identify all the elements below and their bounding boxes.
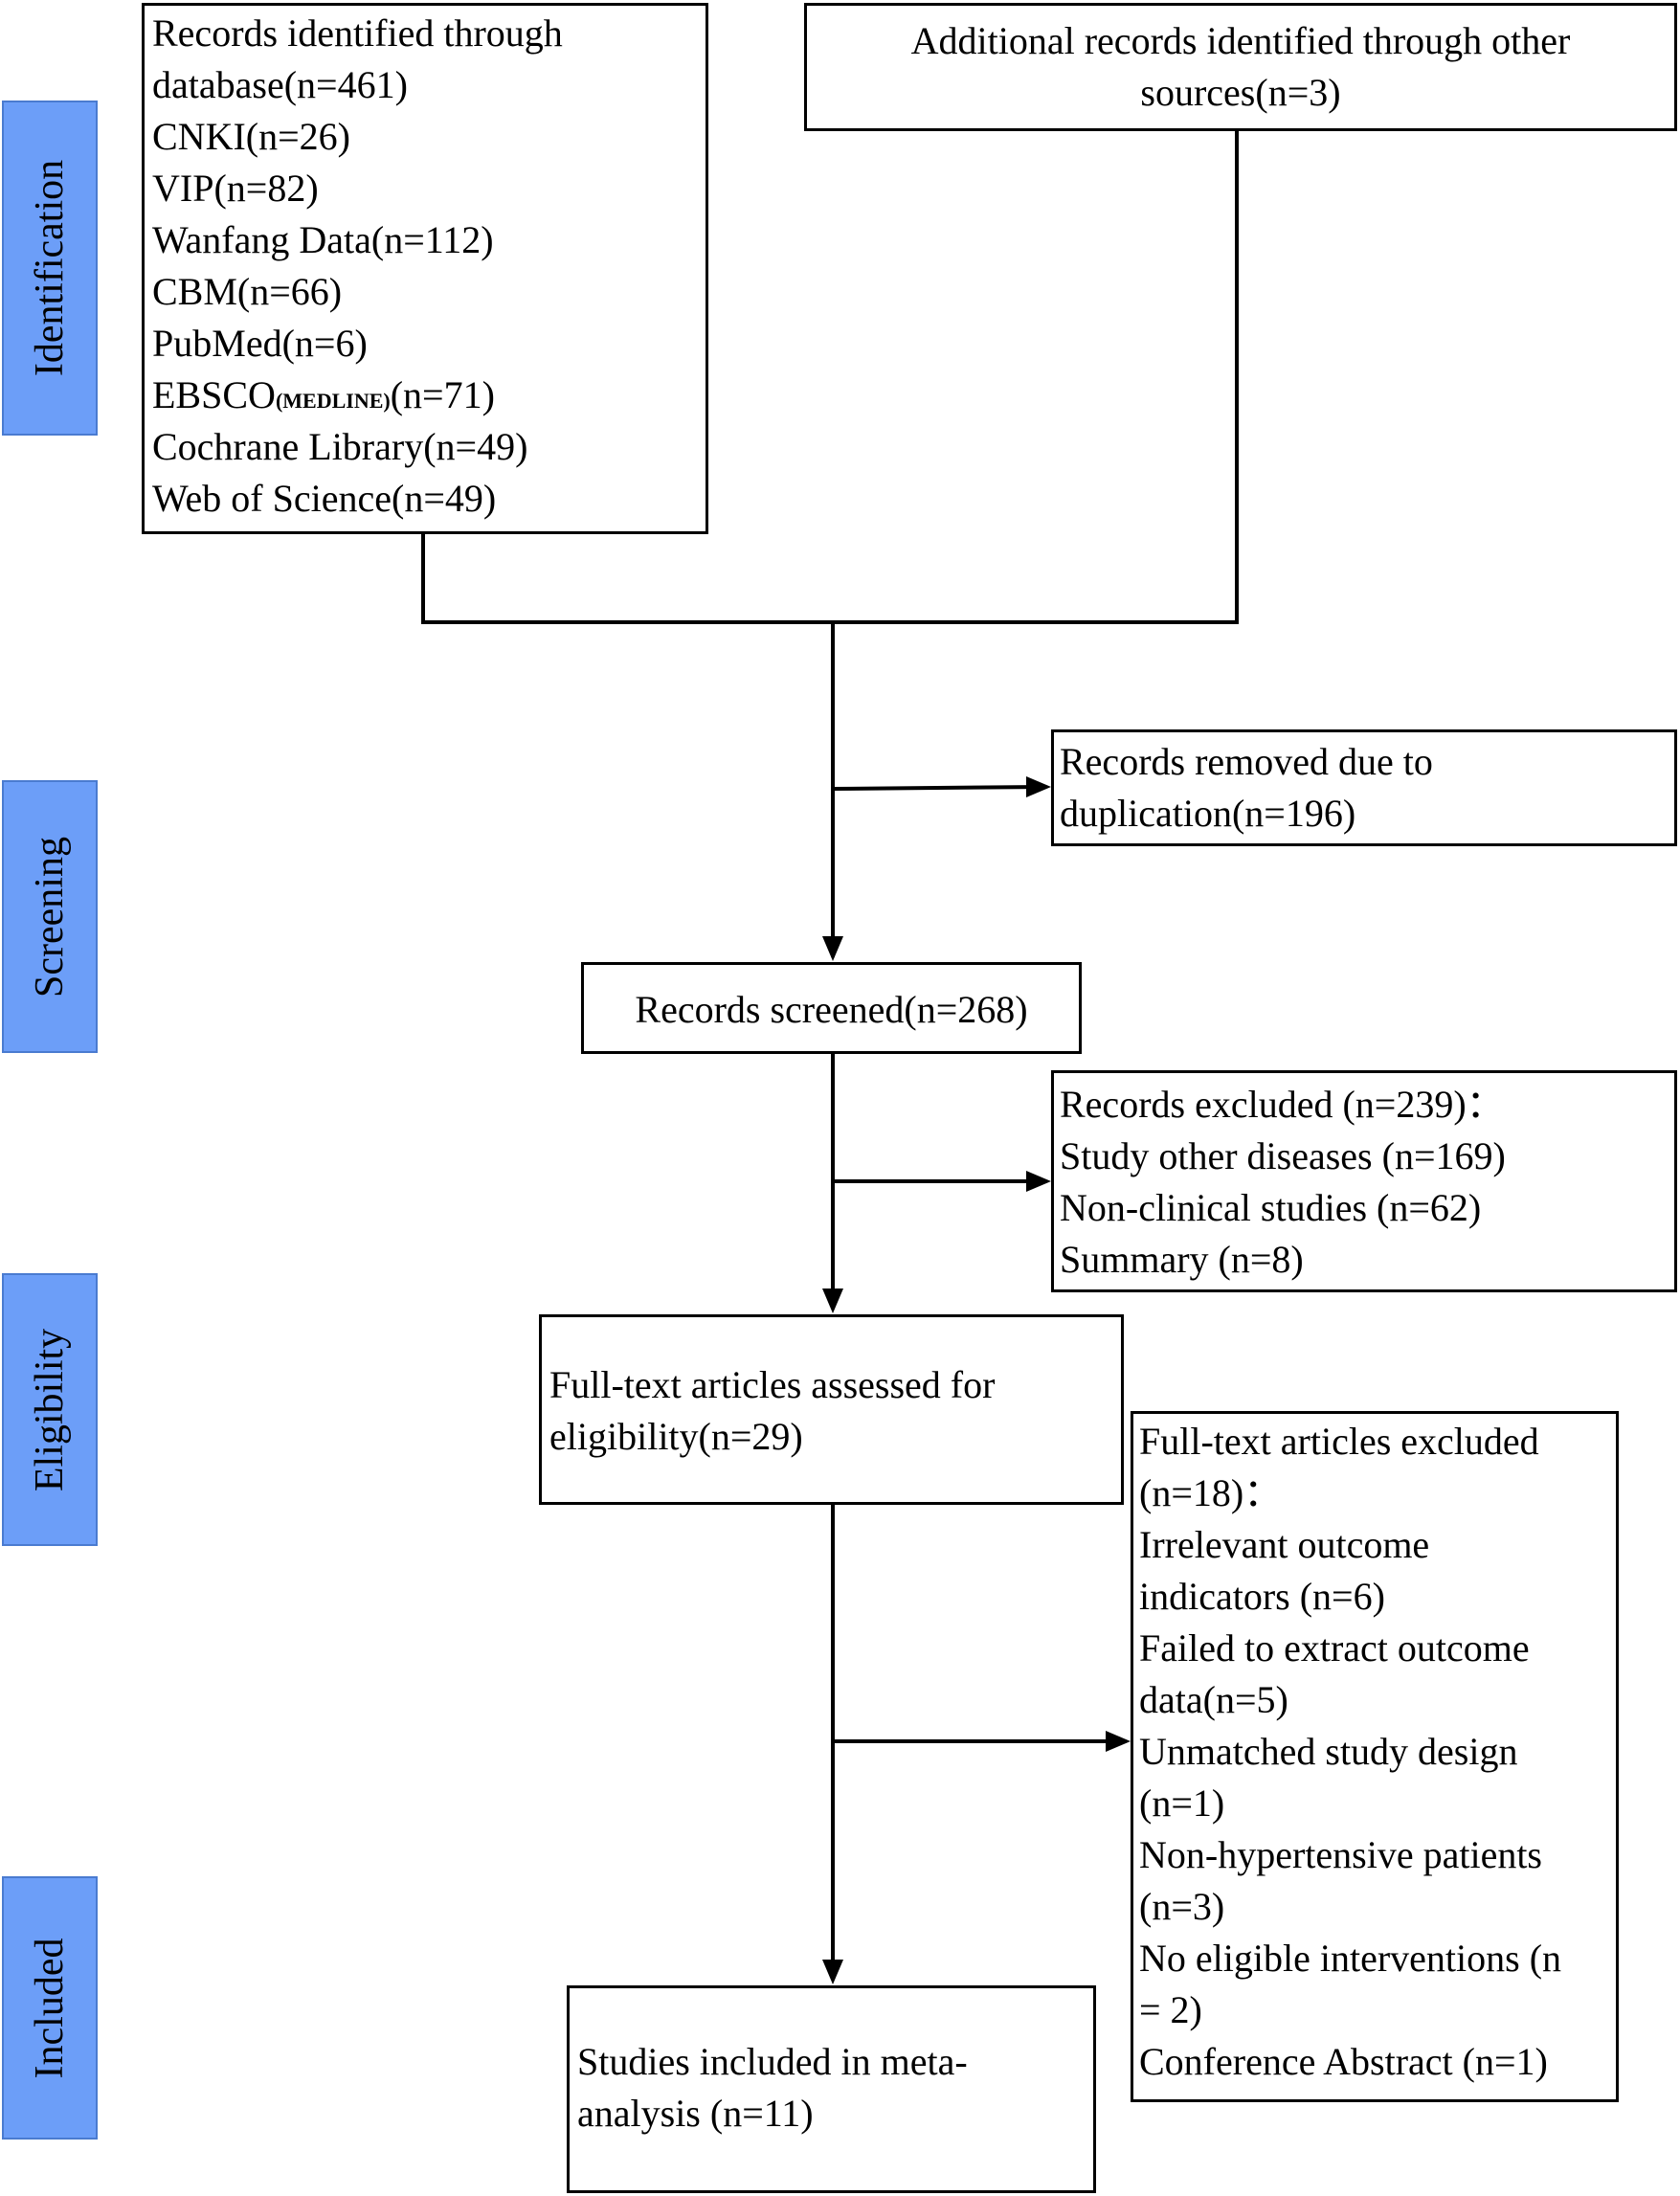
phase-screening: Screening bbox=[2, 780, 98, 1053]
other-sources-box: Additional records identified through ot… bbox=[804, 3, 1677, 131]
arrow-head-fulltext bbox=[822, 1288, 843, 1313]
database-wanfang: Wanfang Data(n=112) bbox=[152, 218, 494, 261]
fulltext-excluded-line3: Irrelevant outcome bbox=[1139, 1523, 1430, 1566]
excluded-line1: Records excluded (n=239)： bbox=[1060, 1083, 1505, 1126]
records-screened-box: Records screened(n=268) bbox=[581, 962, 1082, 1054]
duplicates-line1: Records removed due to bbox=[1060, 740, 1433, 783]
fulltext-excluded-line11: No eligible interventions (n bbox=[1139, 1937, 1562, 1980]
database-ebsco: EBSCO(MEDLINE)(n=71) bbox=[152, 370, 495, 427]
fulltext-excluded-line2: (n=18)： bbox=[1139, 1471, 1283, 1514]
ebsco-count: (n=71) bbox=[390, 373, 495, 416]
fulltext-line1: Full-text articles assessed for bbox=[549, 1363, 996, 1406]
connector-database-down bbox=[421, 131, 1239, 624]
database-wos: Web of Science(n=49) bbox=[152, 477, 497, 520]
duplicates-line2: duplication(n=196) bbox=[1060, 792, 1356, 835]
records-excluded-box: Records excluded (n=239)： Study other di… bbox=[1051, 1070, 1677, 1292]
fulltext-assessed-box: Full-text articles assessed for eligibil… bbox=[539, 1314, 1124, 1505]
other-sources-line1: Additional records identified through ot… bbox=[910, 19, 1571, 62]
fulltext-excluded-line9: Non-hypertensive patients bbox=[1139, 1833, 1542, 1876]
arrow-head-fulltext-excluded bbox=[1106, 1731, 1131, 1752]
connector-to-duplicates bbox=[832, 785, 1046, 791]
database-title-line2: database(n=461) bbox=[152, 63, 408, 106]
ebsco-subtitle: (MEDLINE) bbox=[275, 389, 391, 413]
excluded-line2: Study other diseases (n=169) bbox=[1060, 1134, 1506, 1177]
excluded-line3: Non-clinical studies (n=62) bbox=[1060, 1186, 1482, 1229]
fulltext-excluded-line10: (n=3) bbox=[1139, 1885, 1225, 1928]
database-cnki: CNKI(n=26) bbox=[152, 115, 350, 158]
studies-included-box: Studies included in meta- analysis (n=11… bbox=[567, 1985, 1096, 2193]
fulltext-line2: eligibility(n=29) bbox=[549, 1415, 803, 1458]
database-title-line1: Records identified through bbox=[152, 11, 563, 55]
fulltext-excluded-line8: (n=1) bbox=[1139, 1781, 1225, 1825]
arrow-head-duplicates bbox=[1026, 776, 1051, 797]
phase-included: Included bbox=[2, 1876, 98, 2140]
database-cochrane: Cochrane Library(n=49) bbox=[152, 425, 528, 468]
fulltext-excluded-line5: Failed to extract outcome bbox=[1139, 1626, 1530, 1669]
fulltext-excluded-box: Full-text articles excluded (n=18)： Irre… bbox=[1131, 1411, 1619, 2102]
included-line2: analysis (n=11) bbox=[577, 2092, 814, 2135]
arrow-head-excluded bbox=[1026, 1171, 1051, 1192]
database-records-box: Records identified through database(n=46… bbox=[142, 3, 708, 534]
duplicates-removed-box: Records removed due to duplication(n=196… bbox=[1051, 729, 1677, 846]
arrow-head-screened bbox=[822, 936, 843, 961]
database-vip: VIP(n=82) bbox=[152, 167, 319, 210]
phase-identification: Identification bbox=[2, 101, 98, 436]
database-pubmed: PubMed(n=6) bbox=[152, 322, 368, 365]
database-cbm: CBM(n=66) bbox=[152, 270, 343, 313]
excluded-line4: Summary (n=8) bbox=[1060, 1238, 1304, 1281]
fulltext-excluded-line4: indicators (n=6) bbox=[1139, 1575, 1385, 1618]
screened-line1: Records screened(n=268) bbox=[635, 988, 1028, 1031]
fulltext-excluded-line6: data(n=5) bbox=[1139, 1678, 1288, 1721]
fulltext-excluded-line13: Conference Abstract (n=1) bbox=[1139, 2040, 1548, 2083]
arrow-head-included bbox=[822, 1960, 843, 1984]
fulltext-excluded-line12: = 2) bbox=[1139, 1988, 1202, 2031]
other-sources-line2: sources(n=3) bbox=[1140, 71, 1341, 114]
fulltext-excluded-line7: Unmatched study design bbox=[1139, 1730, 1518, 1773]
included-line1: Studies included in meta- bbox=[577, 2040, 968, 2083]
ebsco-name: EBSCO bbox=[152, 373, 276, 416]
fulltext-excluded-line1: Full-text articles excluded bbox=[1139, 1420, 1539, 1463]
phase-eligibility: Eligibility bbox=[2, 1273, 98, 1546]
